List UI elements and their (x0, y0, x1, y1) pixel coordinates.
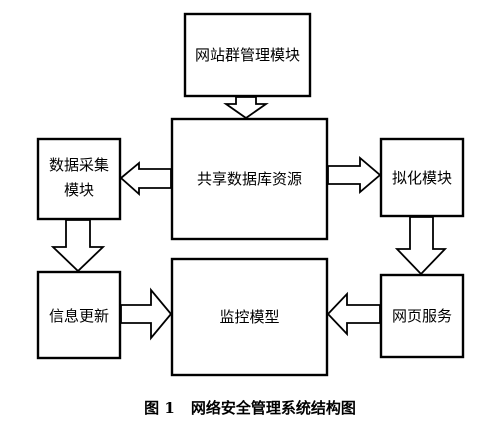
figure-title: 网络安全管理系统结构图 (190, 399, 356, 417)
web-service-box (379, 273, 465, 359)
info-update-label: 信息更新 (49, 307, 109, 325)
figure-caption: 图 1 网络安全管理系统结构图 (0, 397, 500, 418)
arrow-left-monitoring (326, 291, 381, 337)
data-collection-label-line1: 数据采集 (49, 156, 109, 174)
monitoring-model-label: 监控模型 (219, 308, 279, 326)
monitoring-model-box (170, 257, 329, 377)
figure-number: 图 1 (144, 399, 175, 417)
info-update-box (36, 270, 122, 360)
web-service-label: 网页服务 (392, 307, 452, 325)
shared-database-box (170, 117, 329, 241)
data-collection-box (36, 137, 122, 221)
simulation-module-box (379, 137, 465, 218)
website-group-management-label: 网站群管理模块 (195, 46, 300, 64)
arrow-right-monitoring (120, 287, 173, 341)
data-collection-label-line2: 模块 (64, 181, 94, 199)
website-group-management-box (183, 12, 312, 98)
arrow-left-data-collection (119, 161, 172, 197)
simulation-module-label: 拟化模块 (392, 169, 452, 187)
arrow-down-top (223, 96, 269, 120)
arrow-down-left (50, 219, 106, 273)
shared-database-label: 共享数据库资源 (197, 170, 302, 188)
arrow-down-right (394, 216, 448, 276)
arrow-right-simulation (327, 156, 382, 194)
